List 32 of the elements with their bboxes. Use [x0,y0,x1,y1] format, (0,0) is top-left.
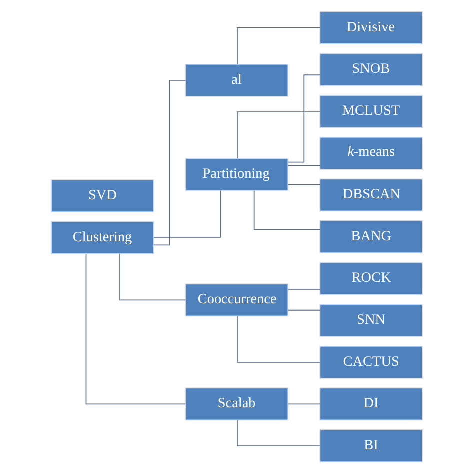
connector [237,420,320,446]
node-box: Cooccurrence [185,284,289,317]
connector [288,404,320,405]
node-box: MCLUST [320,95,423,128]
node-box: BANG [320,220,423,254]
connector [154,80,186,246]
connector [288,184,320,186]
node-box: BI [320,430,423,462]
node-box: Clustering [51,221,154,254]
node-box: SNOB [320,53,423,86]
node-box: DI [320,388,423,421]
node-box: ROCK [320,262,423,296]
connector [237,316,320,363]
connector [120,253,186,301]
node-box: Scalab [185,388,289,421]
connector [154,190,221,238]
node-box: CACTUS [320,346,423,379]
node-box: k-means [320,136,423,170]
node-box: DBSCAN [320,178,423,212]
node-box: Divisive [320,12,423,44]
connector [86,254,186,405]
node-box: Partitioning [185,158,289,192]
node-box: al [185,64,289,97]
connector [288,74,320,163]
connector [288,310,320,311]
node-box: SNN [320,304,423,338]
node-box: SVD [51,180,154,213]
connector [288,165,320,166]
connector [237,28,320,65]
connector [254,190,320,230]
connector [288,289,320,290]
connector [237,112,320,160]
